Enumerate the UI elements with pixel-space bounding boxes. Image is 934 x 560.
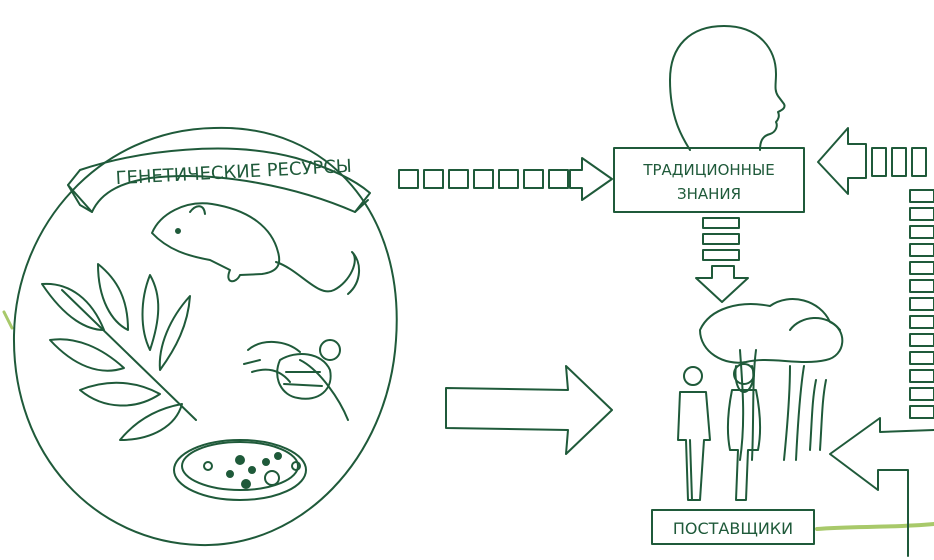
providers-box [651, 509, 815, 545]
down-arrow [695, 217, 749, 303]
arrow-to-providers [445, 365, 613, 455]
human-head-icon [669, 25, 786, 151]
dashed-arrow-to-knowledge [398, 157, 613, 201]
genetic-resources-circle [12, 126, 398, 547]
banner [67, 147, 371, 213]
trees-icon [699, 298, 844, 461]
bee-icon [243, 339, 349, 421]
traditional-knowledge-line2: ЗНАНИЯ [677, 185, 741, 203]
accent-line [815, 522, 934, 531]
leaf-icon [41, 263, 197, 441]
accent-mark-left [2, 310, 14, 330]
traditional-knowledge-box [613, 147, 805, 213]
mouse-icon [151, 202, 360, 295]
arrow-from-right [829, 417, 934, 557]
providers-label: ПОСТАВЩИКИ [673, 519, 793, 538]
petri-dish-icon [173, 439, 307, 501]
people-icon [677, 363, 762, 501]
dashed-arrow-from-right [817, 127, 934, 419]
traditional-knowledge-line1: ТРАДИЦИОННЫЕ [642, 161, 774, 179]
genetic-resources-label: ГЕНЕТИЧЕСКИЕ РЕСУРСЫ [115, 156, 352, 189]
